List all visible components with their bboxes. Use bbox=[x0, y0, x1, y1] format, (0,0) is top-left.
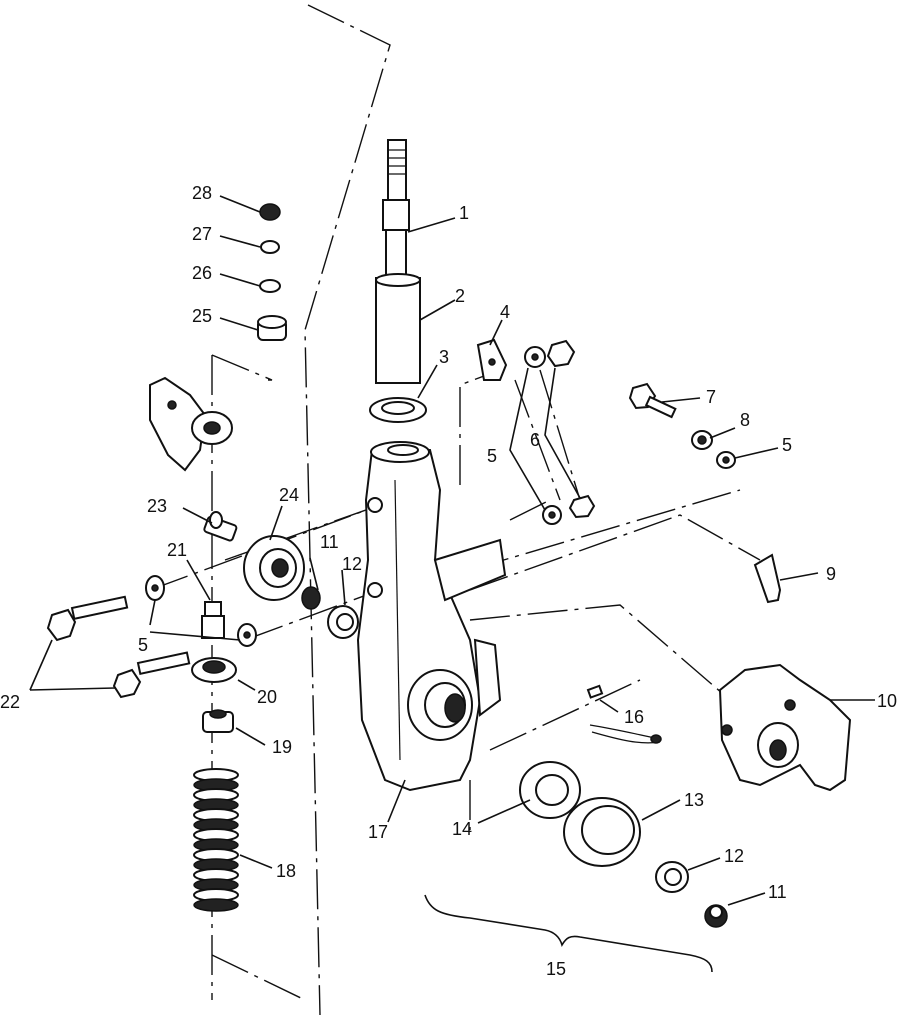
label-25: 25 bbox=[192, 306, 212, 326]
label-26: 26 bbox=[192, 263, 212, 283]
label-9: 9 bbox=[826, 564, 836, 584]
spring-spacer bbox=[202, 709, 234, 733]
outer-seal bbox=[243, 535, 305, 601]
lower-castle-nut bbox=[704, 904, 728, 928]
label-3: 3 bbox=[439, 347, 449, 367]
label-10: 10 bbox=[877, 691, 897, 711]
label-12-lower: 12 bbox=[724, 846, 744, 866]
spring-coil bbox=[193, 898, 239, 912]
label-22: 22 bbox=[0, 692, 20, 712]
spindle-sleeve bbox=[375, 273, 421, 384]
label-18: 18 bbox=[276, 861, 296, 881]
upper-bearing-washer bbox=[327, 605, 359, 639]
coil-spring bbox=[193, 768, 239, 912]
brake-pad bbox=[753, 553, 782, 604]
bleeder-screw bbox=[586, 684, 662, 744]
spring-seat bbox=[191, 657, 237, 683]
spindle-housing bbox=[356, 441, 507, 792]
label-2: 2 bbox=[455, 286, 465, 306]
grease-fitting bbox=[203, 511, 238, 542]
part-number-labels: 1 2 3 4 5 6 7 8 5 9 10 16 13 12 11 14 15… bbox=[0, 183, 897, 979]
label-15: 15 bbox=[546, 959, 566, 979]
bearing-race bbox=[563, 797, 641, 867]
label-11-lower: 11 bbox=[768, 882, 787, 902]
label-16: 16 bbox=[624, 707, 644, 727]
left-washers bbox=[145, 575, 257, 647]
label-24: 24 bbox=[279, 485, 299, 505]
label-7: 7 bbox=[706, 387, 716, 407]
label-5-center: 5 bbox=[487, 446, 497, 466]
label-11-upper: 11 bbox=[320, 532, 339, 552]
label-19: 19 bbox=[272, 737, 292, 757]
bracket-hardware bbox=[524, 339, 596, 525]
lower-bearing-washer bbox=[655, 861, 689, 893]
upper-castle-nut bbox=[301, 586, 321, 610]
label-13: 13 bbox=[684, 790, 704, 810]
brake-caliper bbox=[718, 663, 852, 792]
label-5-right: 5 bbox=[782, 435, 792, 455]
shock-top-hardware bbox=[257, 203, 287, 341]
hub-seal bbox=[519, 761, 581, 819]
thrust-washer bbox=[369, 397, 427, 423]
label-17: 17 bbox=[368, 822, 388, 842]
label-8: 8 bbox=[740, 410, 750, 430]
label-12-upper: 12 bbox=[342, 554, 362, 574]
shock-mount-bracket bbox=[149, 376, 233, 472]
label-1: 1 bbox=[459, 203, 469, 223]
caliper-bolt-set bbox=[628, 382, 736, 469]
spindle-shaft bbox=[382, 139, 410, 286]
group-bracket-15 bbox=[424, 894, 713, 973]
label-28: 28 bbox=[192, 183, 212, 203]
label-23: 23 bbox=[147, 496, 167, 516]
label-5-left: 5 bbox=[138, 635, 148, 655]
mounting-bolts bbox=[46, 595, 191, 699]
shock-stud bbox=[201, 601, 225, 639]
label-4: 4 bbox=[500, 302, 510, 322]
label-20: 20 bbox=[257, 687, 277, 707]
label-14: 14 bbox=[452, 819, 472, 839]
leader-lines bbox=[29, 195, 875, 906]
label-27: 27 bbox=[192, 224, 212, 244]
label-21: 21 bbox=[167, 540, 187, 560]
label-6: 6 bbox=[530, 430, 540, 450]
bracket bbox=[476, 338, 508, 381]
